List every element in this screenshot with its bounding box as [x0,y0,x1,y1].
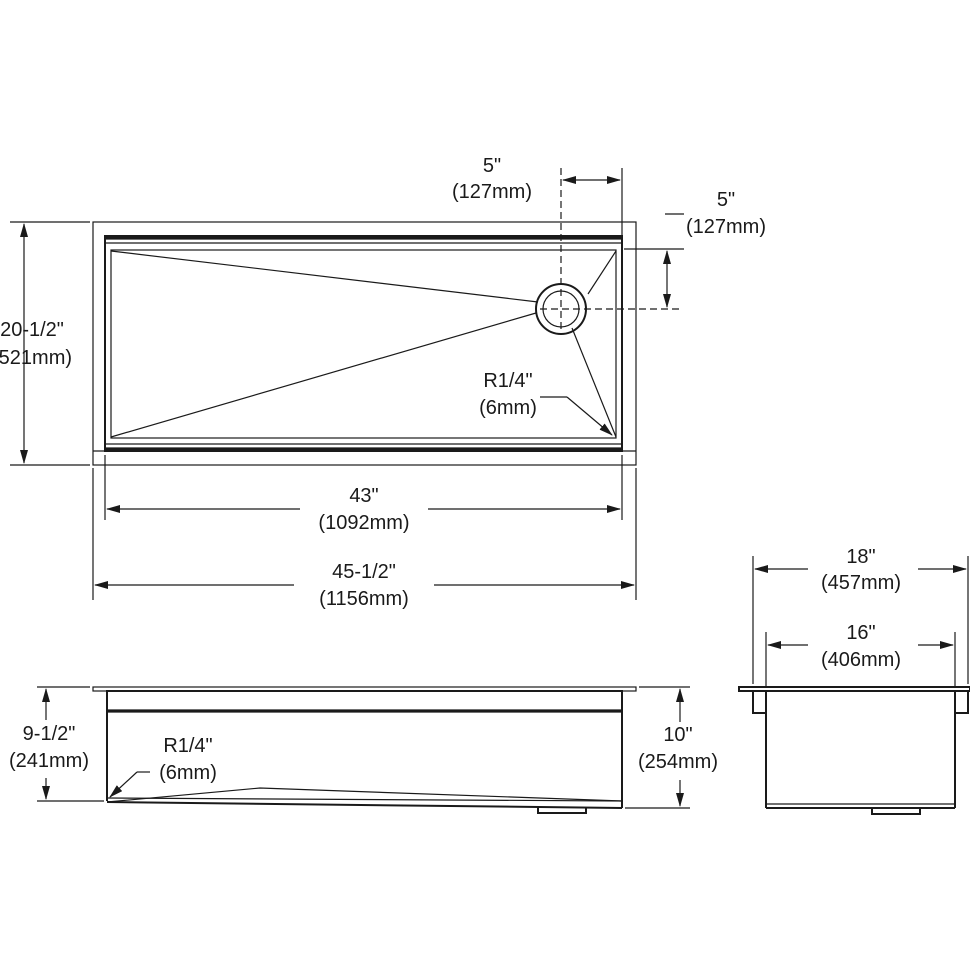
side-view: 18" (457mm) 16" (406mm) [738,540,970,815]
overall-depth-mm: (521mm) [0,347,72,369]
overall-length-mm: (1156mm) [319,588,409,610]
bowl-width-mm: (406mm) [821,649,901,671]
drain-offset-y-inch: 5" [717,189,735,211]
drain-offset-x-mm: (127mm) [452,181,532,203]
front-radius-mm: (6mm) [159,762,217,784]
front-view: 9-1/2" (241mm) R1/4" (6mm) 10" (254mm) [5,686,726,814]
rear-height-label-bg [636,722,726,780]
side-right-rim [955,691,969,714]
radius-leader-angled [566,396,613,436]
front-floor-bottom [106,801,623,809]
drain-offset-x-inch: 5" [483,155,501,177]
plan-bowl-outline [104,235,623,452]
bowl-width-inch: 16" [846,622,875,644]
front-floor-top [106,797,623,802]
plan-bowl-bottom [110,249,617,439]
front-rim [106,690,623,712]
front-height-inch: 9-1/2" [23,723,76,745]
bowl-length-label-bg [300,480,428,538]
drain-offset-y-mm: (127mm) [686,216,766,238]
slope-line-2 [110,312,537,438]
bowl-length-mm: (1092mm) [318,512,409,534]
rear-height-mm: (254mm) [638,751,718,773]
slope-line-4 [571,327,617,438]
plan-view: 5" (127mm) 5" (127mm) 20-1/2" (521mm) R1… [0,155,766,613]
overall-width-label-bg [808,540,918,598]
plan-outer-flange [92,221,637,466]
rear-height-inch: 10" [663,724,692,746]
side-left-rim [752,691,766,714]
front-radius-inch: R1/4" [163,735,212,757]
front-drain-tail [537,807,587,814]
plan-radius-inch: R1/4" [483,370,532,392]
front-height-label-bg [5,720,97,778]
slope-line-3 [587,250,617,295]
overall-depth-inch: 20-1/2" [0,319,64,341]
bowl-length-inch: 43" [349,485,378,507]
front-floor-wedge [106,787,623,803]
front-radius-leader-angled [109,771,138,798]
overall-length-inch: 45-1/2" [332,561,396,583]
plan-radius-mm: (6mm) [479,397,537,419]
overall-length-label-bg [294,555,434,613]
overall-width-mm: (457mm) [821,572,901,594]
side-drain-tail [871,808,921,815]
side-flange [738,686,970,692]
slope-line-1 [110,250,539,303]
overall-width-inch: 18" [846,546,875,568]
front-height-mm: (241mm) [9,750,89,772]
bowl-width-label-bg [808,616,918,674]
